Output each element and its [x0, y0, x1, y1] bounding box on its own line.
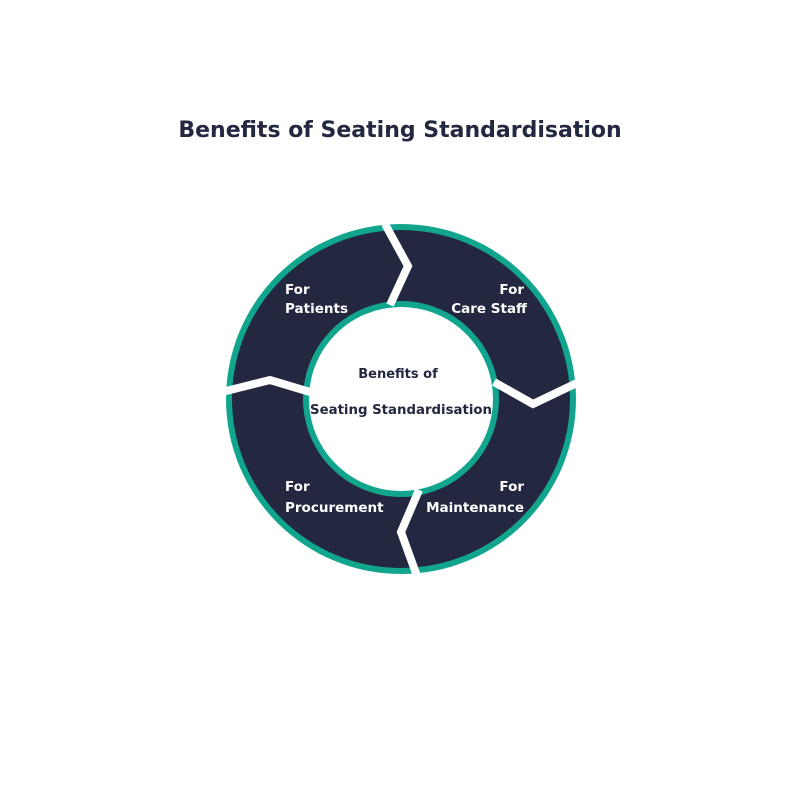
center-hub	[309, 307, 493, 491]
center-label-line1: Benefits of	[358, 367, 438, 382]
segment-care-staff: For Care Staff	[451, 282, 528, 317]
center-label-line2: Seating Standardisation	[310, 403, 492, 418]
segment-maintenance-line1: For	[499, 479, 524, 495]
segment-patients-line1: For	[285, 282, 310, 298]
segment-care-staff-line2: Care Staff	[451, 301, 528, 317]
page-title: Benefits of Seating Standardisation	[178, 118, 622, 143]
segment-maintenance: For Maintenance	[426, 479, 524, 516]
segment-divider-left	[221, 375, 312, 396]
segment-divider-right	[492, 378, 581, 409]
segment-patients-line2: Patients	[285, 301, 348, 317]
segment-divider-top	[381, 222, 413, 307]
segment-divider-bottom	[396, 488, 423, 578]
segment-procurement-line2: Procurement	[285, 500, 384, 516]
segment-care-staff-line1: For	[499, 282, 524, 298]
segment-procurement: For Procurement	[285, 479, 384, 516]
segment-patients: For Patients	[285, 282, 348, 317]
segment-maintenance-line2: Maintenance	[426, 500, 524, 516]
segment-procurement-line1: For	[285, 479, 310, 495]
